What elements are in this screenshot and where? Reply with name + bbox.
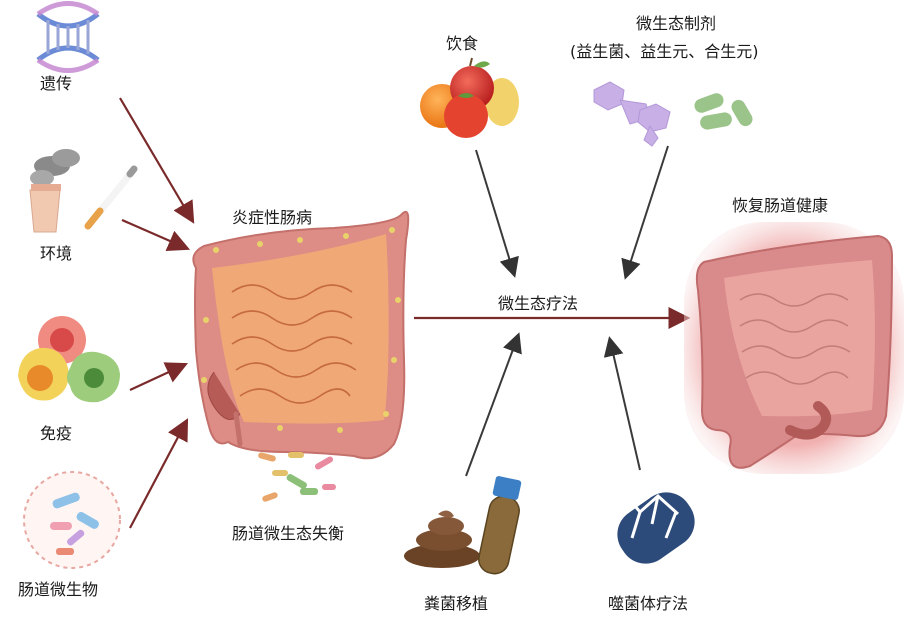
arrow-immunity (130, 365, 184, 390)
arrow-gut-microbes (130, 422, 186, 528)
immune-cells-icon (18, 316, 120, 402)
arrow-preparations (626, 146, 668, 276)
microbes-dish-icon (24, 472, 120, 568)
prebiotic-molecules-icon (594, 82, 670, 146)
label-therapy: 微生态疗法 (498, 290, 578, 314)
fruit-icon (420, 58, 519, 138)
dysbiosis-bacteria-icon (258, 452, 336, 503)
label-gut-microbes: 肠道微生物 (18, 576, 98, 600)
label-environment: 环境 (40, 240, 72, 264)
label-dysbiosis: 肠道微生态失衡 (232, 520, 344, 544)
label-recovery: 恢复肠道健康 (732, 192, 828, 216)
label-phage: 噬菌体疗法 (608, 590, 688, 614)
arrow-phage (610, 340, 640, 470)
factory-icon (30, 149, 80, 232)
probiotic-bacteria-icon (693, 91, 756, 130)
arrow-fmt (466, 336, 518, 476)
phage-icon (607, 482, 705, 574)
label-diet: 饮食 (446, 30, 478, 54)
stool-icon (404, 510, 480, 568)
label-preparations-title: 微生态制剂 (636, 10, 716, 34)
label-preparations-sub: (益生菌、益生元、合生元) (570, 38, 759, 62)
label-immunity: 免疫 (40, 420, 72, 444)
label-ibd: 炎症性肠病 (232, 204, 312, 228)
cigarette-icon (88, 169, 134, 226)
test-tube-icon (476, 476, 522, 577)
arrow-diet (476, 150, 514, 274)
inflamed-intestine-illustration (193, 212, 408, 458)
label-genetics: 遗传 (40, 70, 72, 94)
dna-icon (38, 4, 98, 71)
arrow-genetics (120, 98, 192, 220)
factor-arrows (120, 98, 192, 528)
label-fmt: 粪菌移植 (424, 590, 488, 614)
arrow-environment (122, 220, 186, 248)
healthy-intestine-illustration (684, 222, 904, 474)
